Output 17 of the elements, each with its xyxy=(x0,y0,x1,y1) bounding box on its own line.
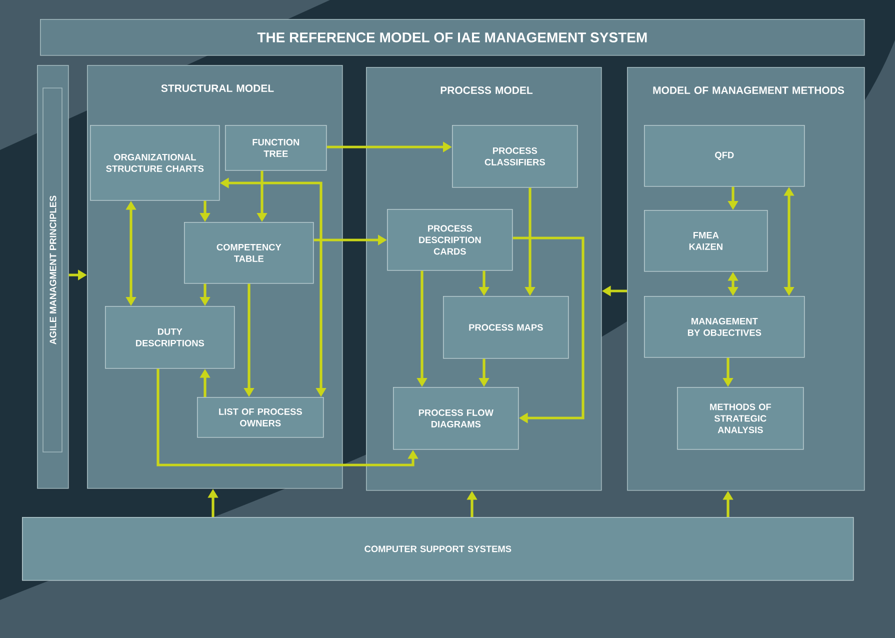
arrow xyxy=(512,236,584,424)
process-box: COMPETENCY TABLE xyxy=(184,222,314,284)
process-box: FUNCTION TREE xyxy=(225,125,327,171)
process-box: PROCESS CLASSIFIERS xyxy=(452,125,578,188)
process-box: FMEA KAIZEN xyxy=(644,210,768,272)
process-box: PROCESS MAPS xyxy=(443,296,569,359)
process-box: LIST OF PROCESS OWNERS xyxy=(197,397,324,438)
process-box: MANAGEMENT BY OBJECTIVES xyxy=(644,296,805,358)
process-box: ORGANIZATIONAL STRUCTURE CHARTS xyxy=(90,125,220,201)
process-box: QFD xyxy=(644,125,805,187)
process-box: COMPUTER SUPPORT SYSTEMS xyxy=(22,517,854,581)
process-box: DUTY DESCRIPTIONS xyxy=(105,306,235,369)
process-box: PROCESS FLOW DIAGRAMS xyxy=(393,387,519,450)
process-box: METHODS OF STRATEGIC ANALYSIS xyxy=(677,387,804,450)
process-box: PROCESS DESCRIPTION CARDS xyxy=(387,209,513,271)
title-bar: THE REFERENCE MODEL OF IAE MANAGEMENT SYSTEM xyxy=(40,19,865,56)
vertical-band: AGILE MANAGMENT PRINCIPLES xyxy=(37,65,69,489)
